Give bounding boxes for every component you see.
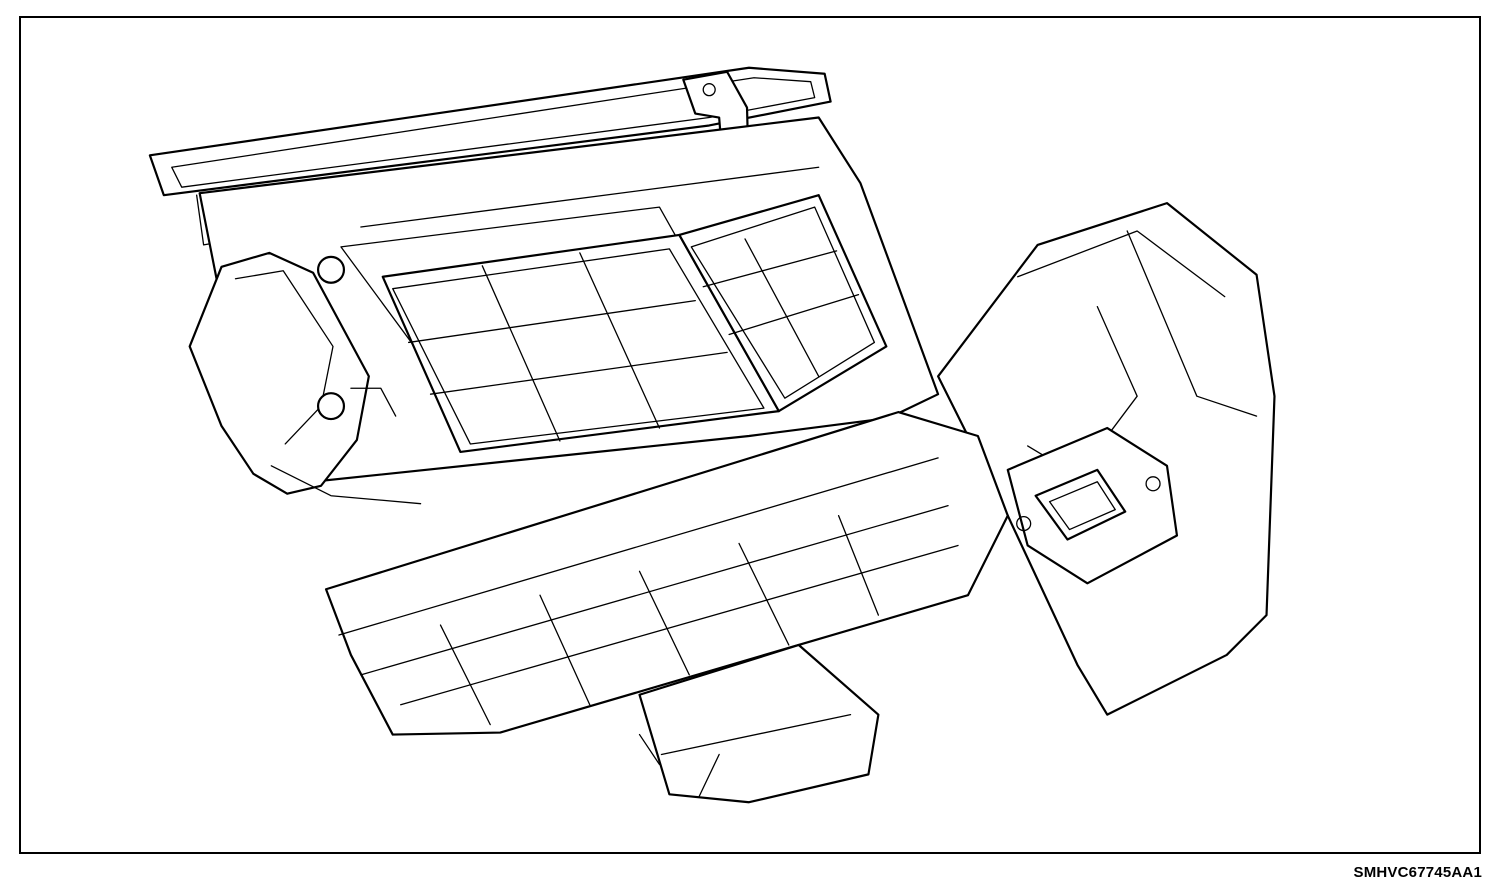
illustration-frame [19, 16, 1481, 854]
actuator-motor [188, 251, 422, 505]
bottom-outlet-box [638, 643, 880, 804]
figure-reference-code: SMHVC67745AA1 [1353, 864, 1482, 881]
lower-core-case [324, 411, 1009, 736]
air-inlet-flange [148, 66, 832, 246]
filter-grid-left [381, 233, 780, 454]
filter-grid-right [678, 194, 888, 413]
hvac-housing-drawing [148, 66, 1276, 804]
electrical-connector [1006, 426, 1179, 585]
